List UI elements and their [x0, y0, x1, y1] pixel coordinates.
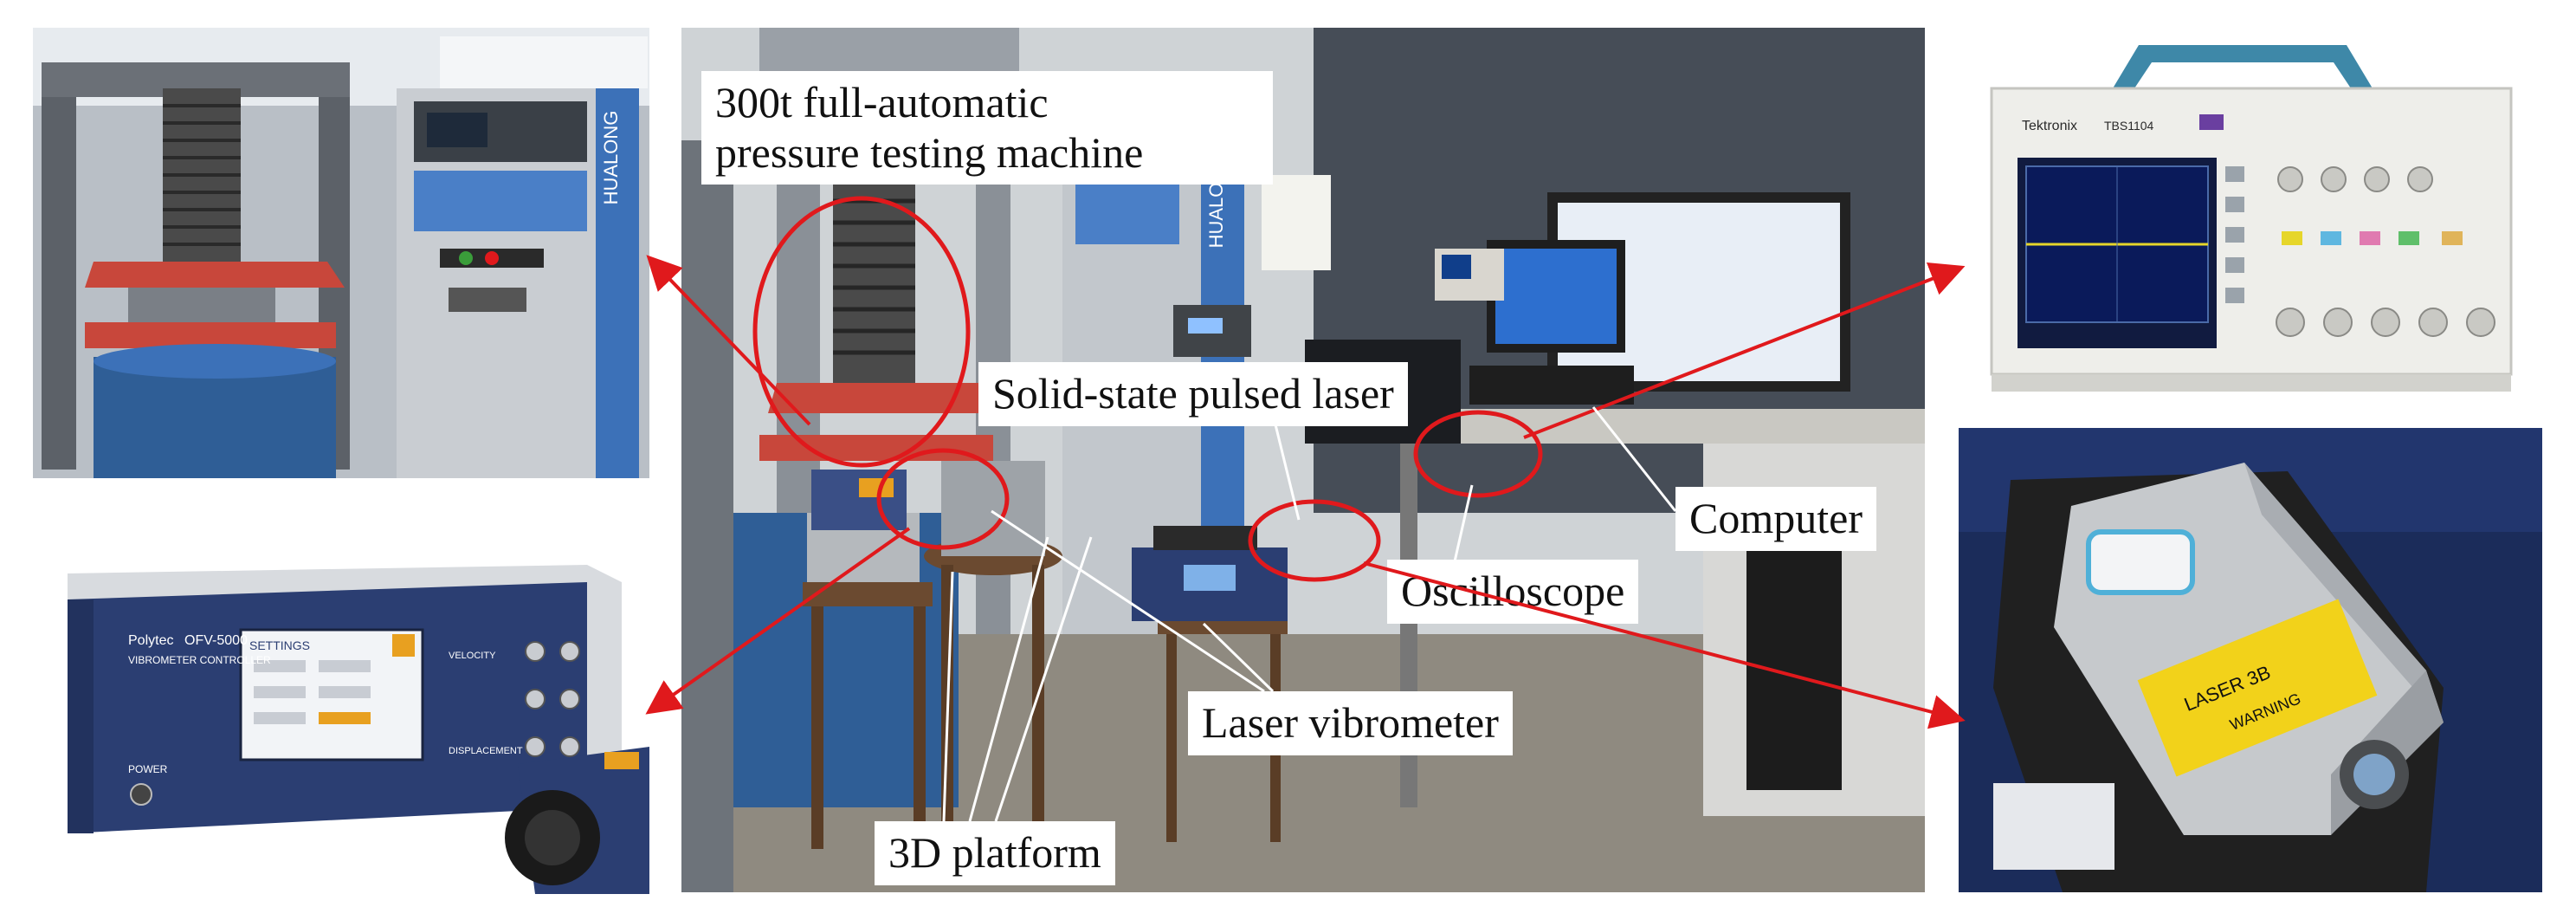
- label-pressure-machine-line2: pressure testing machine: [715, 127, 1144, 177]
- label-pulsed-laser: Solid-state pulsed laser: [978, 362, 1408, 426]
- polytec-model: OFV-5000: [184, 633, 248, 648]
- polytec-power-label: POWER: [128, 763, 168, 775]
- label-3d-platform: 3D platform: [875, 821, 1115, 885]
- polytec-screen-title: SETTINGS: [249, 638, 310, 652]
- label-computer: Computer: [1675, 487, 1876, 551]
- label-pressure-machine: 300t full-automatic pressure testing mac…: [701, 71, 1273, 185]
- polytec-subtitle: VIBROMETER CONTROLLER: [128, 654, 271, 666]
- tektronix-brand: Tektronix: [2022, 119, 2077, 133]
- label-oscilloscope: Oscilloscope: [1387, 560, 1639, 624]
- hualong-text-1: HUALONG: [600, 111, 622, 205]
- label-laser-vibrometer: Laser vibrometer: [1188, 691, 1513, 755]
- photo-vibrometer-controller: SETTINGS Polytec OFV-5000 VIBROMETER CON…: [33, 547, 649, 894]
- polytec-velocity-label: VELOCITY: [449, 651, 496, 661]
- photo-pulsed-laser: LASER 3B WARNING: [1959, 428, 2542, 892]
- photo-oscilloscope: Tektronix TBS1104: [1940, 28, 2546, 416]
- photo-pressure-machine: HUALONG: [33, 28, 649, 478]
- tektronix-model: TBS1104: [2104, 119, 2154, 133]
- label-pressure-machine-line1: 300t full-automatic: [715, 78, 1049, 126]
- polytec-displacement-label: DISPLACEMENT: [449, 746, 523, 756]
- polytec-brand: Polytec: [128, 633, 173, 648]
